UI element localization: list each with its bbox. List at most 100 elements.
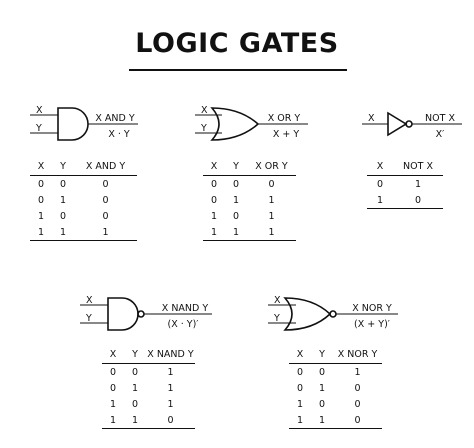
or-output-label: X OR Y [268,113,301,124]
table-cell: 1 [210,210,218,222]
table-cell: 1 [52,224,74,241]
table-cell: 0 [318,366,326,378]
or-input-y-label: Y [200,123,207,134]
table-cell: 0 [268,178,275,190]
table-cell: 0 [210,178,218,190]
column-header: Y [52,157,74,176]
nor-input-x-label: X [274,295,281,306]
and-output-expression: X · Y [108,129,130,140]
table-cell: 0 [37,178,45,190]
table-cell: 1 [59,194,67,206]
table-cell: 1 [268,194,275,206]
table-cell: 0 [131,366,139,378]
not-output-label: NOT X [425,113,455,124]
table-row: 0 0 0 [203,176,296,193]
table-cell: 1 [354,366,361,378]
column-header: X [367,157,393,176]
nor-input-y-label: Y [273,313,280,324]
table-cell: 1 [311,412,333,429]
table-cell: 0 [37,194,45,206]
column-header: NOT X [393,157,443,176]
nand-output-expression: (X · Y)′ [168,319,199,330]
table-row: 0 1 0 [289,380,382,396]
table-cell: 1 [102,412,124,429]
table-cell: 0 [376,178,384,190]
table-cell: 0 [354,398,361,410]
column-header: X [30,157,52,176]
table-cell: 1 [367,192,393,209]
table-cell: 0 [59,178,67,190]
nor-gate: X Y X NOR Y (X + Y)′ [268,295,398,331]
table-cell: 1 [131,382,139,394]
table-cell: 0 [232,178,240,190]
table-cell: 1 [109,398,117,410]
table-cell: 0 [102,194,109,206]
table-cell: 0 [131,398,139,410]
table-cell: 1 [30,224,52,241]
or-output-expression: X + Y [273,129,300,140]
or-input-x-label: X [201,105,208,116]
table-row: 1 0 0 [289,396,382,412]
nand-input-x-label: X [86,295,93,306]
column-header: Y [311,345,333,364]
column-header: Y [225,157,247,176]
nand-gate: X Y X NAND Y (X · Y)′ [80,295,212,331]
title-underline [129,69,347,71]
table-cell: 1 [268,210,275,222]
table-row: 0 1 0 [30,192,137,208]
table-cell: 0 [354,382,361,394]
and-input-y-label: Y [35,123,42,134]
not-gate-symbol [387,111,408,137]
table-header-row: X Y X NAND Y [102,345,195,364]
nor-output-label: X NOR Y [352,303,392,314]
table-cell: 1 [203,224,225,241]
table-cell: 0 [210,194,218,206]
table-cell: 1 [414,178,422,190]
not-gate: X NOT X X′ [362,111,462,140]
table-cell: 0 [318,398,326,410]
table-header-row: X NOT X [367,157,443,176]
table-cell: 1 [167,382,174,394]
or-gate: X Y X OR Y X + Y [195,105,308,141]
table-cell: 0 [59,210,67,222]
table-cell: 1 [37,210,45,222]
table-header-row: X Y X AND Y [30,157,137,176]
and-output-label: X AND Y [95,113,134,124]
table-cell: 1 [296,398,304,410]
table-row: 1 0 1 [102,396,195,412]
table-cell: 1 [247,224,296,241]
table-cell: 1 [167,398,174,410]
and-input-x-label: X [36,105,43,116]
table-cell: 1 [289,412,311,429]
table-header-row: X Y X OR Y [203,157,296,176]
column-header: X NOR Y [333,345,382,364]
nand-gate-symbol [107,297,139,331]
column-header: X NAND Y [146,345,195,364]
or-gate-symbol [210,107,260,141]
table-cell: 1 [318,382,326,394]
and-gate: X Y X AND Y X · Y [30,105,138,141]
table-cell: 0 [109,366,117,378]
table-header-row: X Y X NOR Y [289,345,382,364]
table-cell: 0 [296,382,304,394]
table-cell: 0 [146,412,195,429]
column-header: X [203,157,225,176]
nand-output-label: X NAND Y [162,303,209,314]
column-header: X [289,345,311,364]
